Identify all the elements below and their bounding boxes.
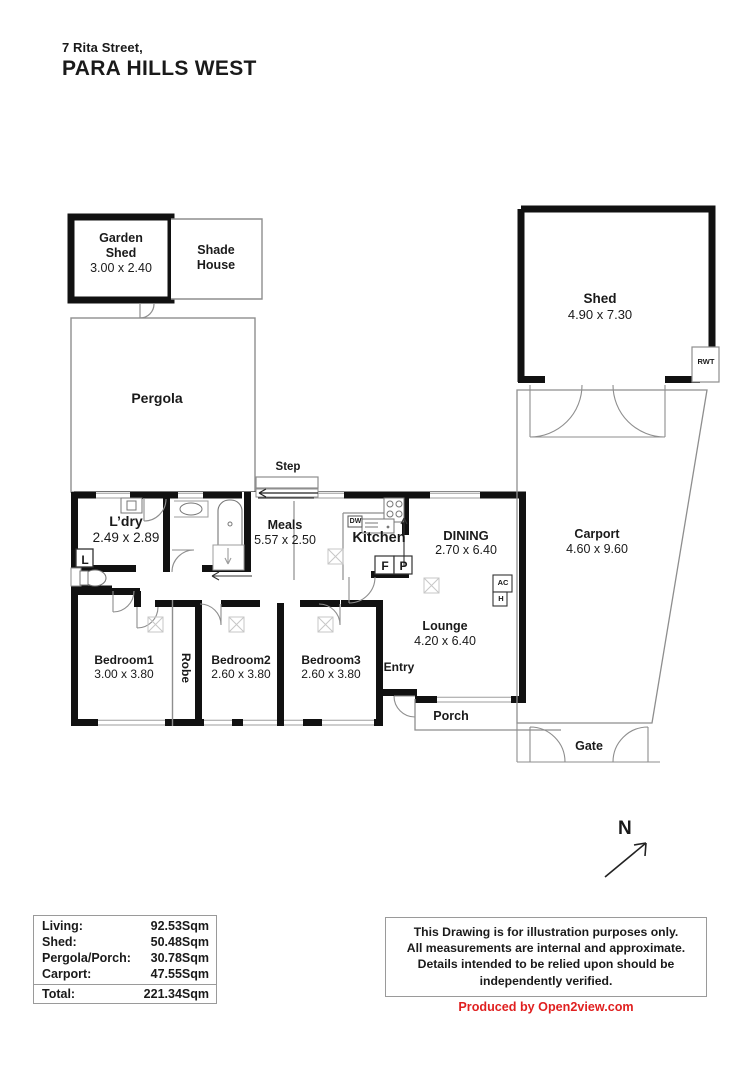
pantry-label: P [399, 559, 408, 573]
window-porch [437, 696, 511, 703]
area-label: Living: [42, 919, 83, 933]
step-outline [255, 476, 319, 489]
carport-outline [516, 389, 708, 724]
pantry-box [393, 555, 413, 575]
label-dining: DINING 2.70 x 6.40 [435, 528, 497, 558]
laundry-trough-icon [120, 497, 143, 514]
table-row: Pergola/Porch: 30.78Sqm [34, 950, 216, 966]
label-carport: Carport 4.60 x 9.60 [566, 527, 628, 556]
laundry-door-swing [143, 498, 167, 522]
table-row-total: Total: 221.34Sqm [34, 984, 216, 1002]
area-total-label: Total: [42, 987, 76, 1001]
area-value: 47.55Sqm [150, 967, 209, 981]
area-summary-table: Living: 92.53Sqm Shed: 50.48Sqm Pergola/… [33, 915, 217, 1004]
address-line-1: 7 Rita Street, [62, 40, 143, 55]
fridge-label: F [381, 559, 389, 573]
area-label: Carport: [42, 967, 92, 981]
shed-outline [517, 205, 716, 382]
label-shade-house: Shade House [196, 243, 236, 272]
gate-door-swing [516, 723, 660, 763]
table-row: Living: 92.53Sqm [34, 918, 216, 934]
window-group-bedrooms [98, 719, 374, 726]
shade-house-outline [171, 218, 263, 300]
bedroom1-door-swing [136, 606, 159, 629]
disclaimer-line-1: This Drawing is for illustration purpose… [413, 925, 679, 939]
area-label: Shed: [42, 935, 77, 949]
label-kitchen: Kitchen [352, 530, 406, 546]
area-label: Pergola/Porch: [42, 951, 131, 965]
north-label: N [618, 818, 632, 839]
toilet-door-swing [112, 590, 135, 613]
label-gate: Gate [575, 739, 603, 753]
basin-icon [174, 500, 209, 518]
label-porch: Porch [433, 709, 469, 723]
producer-credit: Produced by Open2view.com [458, 1000, 634, 1014]
laundry-hall-arrow [211, 571, 252, 581]
rainwater-tank-label: RWT [697, 357, 715, 366]
label-lounge: Lounge 4.20 x 6.40 [414, 619, 476, 648]
pergola-outline [70, 317, 256, 493]
label-bedroom1: Bedroom1 3.00 x 3.80 [94, 653, 154, 682]
shower-icon [212, 544, 245, 571]
rainwater-tank-box [691, 346, 720, 383]
heater-label: H [498, 594, 504, 603]
label-bedroom3: Bedroom3 2.60 x 3.80 [301, 653, 361, 682]
fan-markers [147, 548, 440, 633]
table-row: Carport: 47.55Sqm [34, 966, 216, 982]
linen-box [75, 548, 94, 568]
bedroom2-door-swing [199, 603, 222, 626]
label-robe: Robe [179, 653, 194, 683]
linen-label: L [81, 553, 89, 567]
dishwasher-label: DW [349, 518, 362, 525]
label-step: Step [275, 461, 301, 473]
dishwasher-box [347, 515, 363, 528]
label-bedroom2: Bedroom2 2.60 x 3.80 [211, 653, 271, 682]
area-total-value: 221.34Sqm [143, 987, 209, 1001]
toilet-icon [79, 569, 107, 587]
area-value: 30.78Sqm [150, 951, 209, 965]
aircon-label: AC [497, 578, 509, 587]
north-arrow-icon [604, 842, 647, 878]
dining-flow-arrow [400, 517, 408, 566]
garden-shed-outline [67, 213, 175, 304]
area-value: 50.48Sqm [150, 935, 209, 949]
label-meals: Meals 5.57 x 2.50 [254, 518, 316, 547]
cooktop-icon [383, 497, 405, 523]
disclaimer-line-4: independently verified. [479, 973, 613, 988]
disclaimer-line-2: All measurements are internal and approx… [406, 941, 686, 956]
area-value: 92.53Sqm [150, 919, 209, 933]
bedroom3-door-swing [318, 603, 341, 626]
page-title: PARA HILLS WEST [62, 57, 257, 80]
label-shed: Shed 4.90 x 7.30 [567, 291, 633, 322]
table-row: Shed: 50.48Sqm [34, 934, 216, 950]
disclaimer-box: This Drawing is for illustration purpose… [385, 917, 707, 997]
label-laundry: L’dry 2.49 x 2.89 [92, 513, 160, 545]
porch-outline [414, 699, 561, 731]
entry-door-swing [393, 695, 416, 718]
label-garden-shed: Garden Shed 3.00 x 2.40 [90, 231, 152, 275]
shed-door-swing [529, 384, 666, 438]
kitchen-door-swing [348, 576, 376, 604]
heater-box [492, 591, 508, 607]
label-pergola: Pergola [131, 390, 183, 406]
sliding-door-meals [255, 488, 319, 498]
garden-shed-door-swing [139, 303, 155, 319]
sink-icon [361, 518, 395, 534]
label-entry: Entry [383, 660, 415, 674]
disclaimer-line-3: Details intended to be relied upon shoul… [417, 957, 675, 972]
bath-door-swing [171, 549, 195, 573]
